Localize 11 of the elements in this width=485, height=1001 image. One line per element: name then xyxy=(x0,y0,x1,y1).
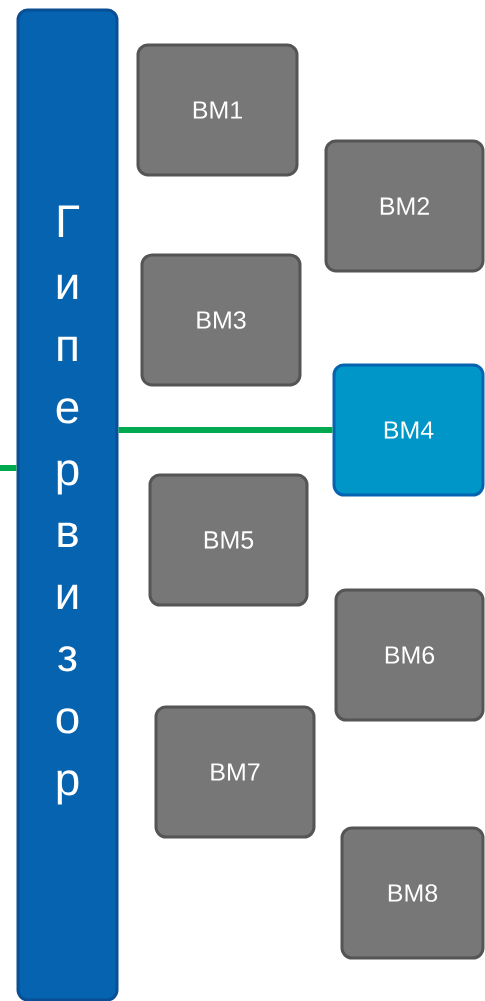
vm-box: BM2 xyxy=(324,139,485,273)
vm-box: BM4 xyxy=(332,363,485,497)
connector-line xyxy=(118,427,333,433)
vm-box: BM1 xyxy=(136,43,299,177)
vm-box: BM5 xyxy=(148,473,309,607)
vm-box: BM8 xyxy=(340,826,485,960)
connector-line xyxy=(0,465,17,471)
vm-box: BM3 xyxy=(140,253,302,387)
vm-box: BM6 xyxy=(334,588,485,722)
hypervisor-bar: Гипервизор xyxy=(16,8,119,1001)
vm-box: BM7 xyxy=(154,705,316,839)
